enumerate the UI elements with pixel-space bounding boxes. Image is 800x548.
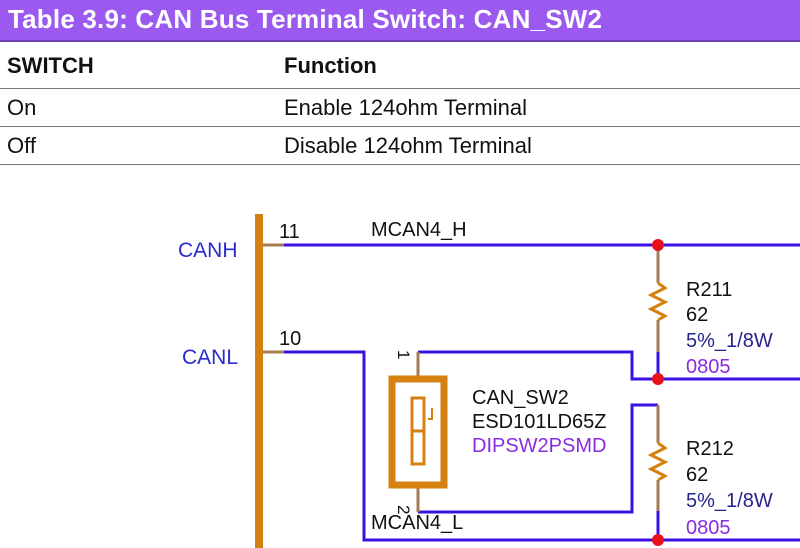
junction-dot <box>652 373 664 385</box>
port-label-canl: CANL <box>182 346 238 369</box>
switch-pin1-wire <box>418 350 800 381</box>
junction-dot <box>652 239 664 251</box>
port-label-canh: CANH <box>178 239 238 262</box>
switch-function-table: SWITCH Function On Enable 124ohm Termina… <box>0 44 800 165</box>
switch-pin-2-label: 2 <box>394 505 413 514</box>
table-header-row: SWITCH Function <box>0 44 800 89</box>
r211-resistor-icon <box>647 281 669 322</box>
table-row: On Enable 124ohm Terminal <box>0 89 800 127</box>
r211-spec: 5%_1/8W <box>686 330 773 352</box>
table-row: Off Disable 124ohm Terminal <box>0 127 800 165</box>
r212-ref: R212 <box>686 438 734 460</box>
can-terminal-schematic: CANH CANL 11 10 MCAN4_H MCAN4_L 1 2 CAN_… <box>178 214 800 548</box>
r212-spec: 5%_1/8W <box>686 490 773 512</box>
switch-on-mark-icon <box>428 408 433 420</box>
switch-part: ESD101LD65Z <box>472 411 607 433</box>
r211-package: 0805 <box>686 356 731 378</box>
pin-number-10: 10 <box>279 328 301 350</box>
cell-switch: On <box>7 94 37 120</box>
switch-pin2-wire <box>418 403 658 514</box>
connector-bar <box>255 214 263 548</box>
r211-value: 62 <box>686 304 708 326</box>
net-label-mcan4-h: MCAN4_H <box>371 219 467 241</box>
mcan4-l-wire <box>284 350 800 542</box>
header-switch: SWITCH <box>7 53 94 78</box>
cell-function: Disable 124ohm Terminal <box>284 132 532 158</box>
r212-package: 0805 <box>686 517 731 539</box>
r212-value: 62 <box>686 464 708 486</box>
r212-resistor-icon <box>647 441 669 482</box>
switch-ref: CAN_SW2 <box>472 387 569 409</box>
switch-footprint: DIPSW2PSMD <box>472 435 606 457</box>
table-title: Table 3.9: CAN Bus Terminal Switch: CAN_… <box>8 4 603 34</box>
junction-dot <box>652 534 664 546</box>
header-function: Function <box>284 53 377 78</box>
dip-switch-body <box>388 375 448 489</box>
r211-ref: R211 <box>686 279 732 301</box>
net-label-mcan4-l: MCAN4_L <box>371 512 463 534</box>
table-title-bar: Table 3.9: CAN Bus Terminal Switch: CAN_… <box>0 0 800 42</box>
cell-switch: Off <box>7 132 36 158</box>
switch-pin-1-label: 1 <box>394 350 413 359</box>
cell-function: Enable 124ohm Terminal <box>284 94 527 120</box>
pin-number-11: 11 <box>279 221 300 243</box>
